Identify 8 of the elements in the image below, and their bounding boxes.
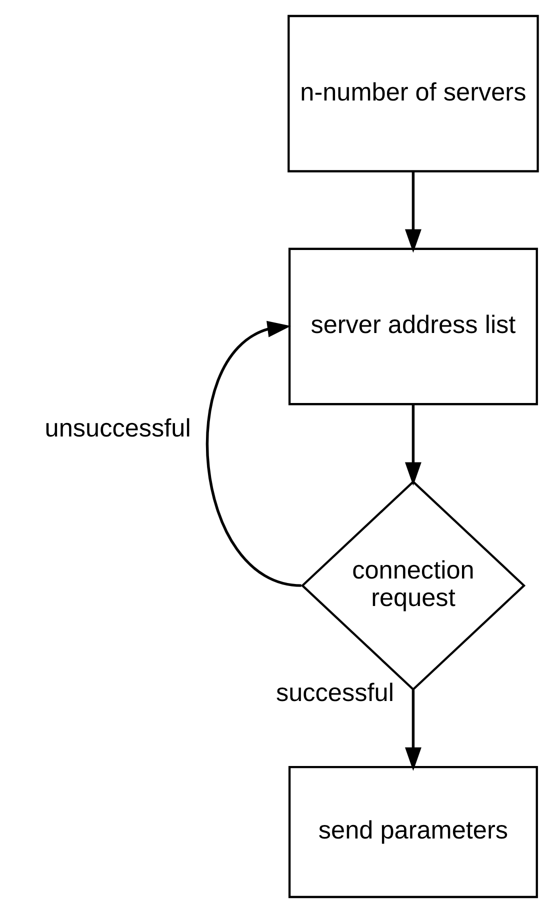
arrow bbox=[404, 404, 421, 486]
arrow bbox=[404, 690, 421, 771]
arrow bbox=[206, 320, 302, 587]
node-box: server address list bbox=[288, 248, 538, 406]
edge-label: unsuccessful bbox=[44, 414, 190, 443]
node-box: n-number of servers bbox=[287, 14, 538, 172]
arrow bbox=[404, 172, 421, 253]
node-box: send parameters bbox=[288, 766, 538, 898]
